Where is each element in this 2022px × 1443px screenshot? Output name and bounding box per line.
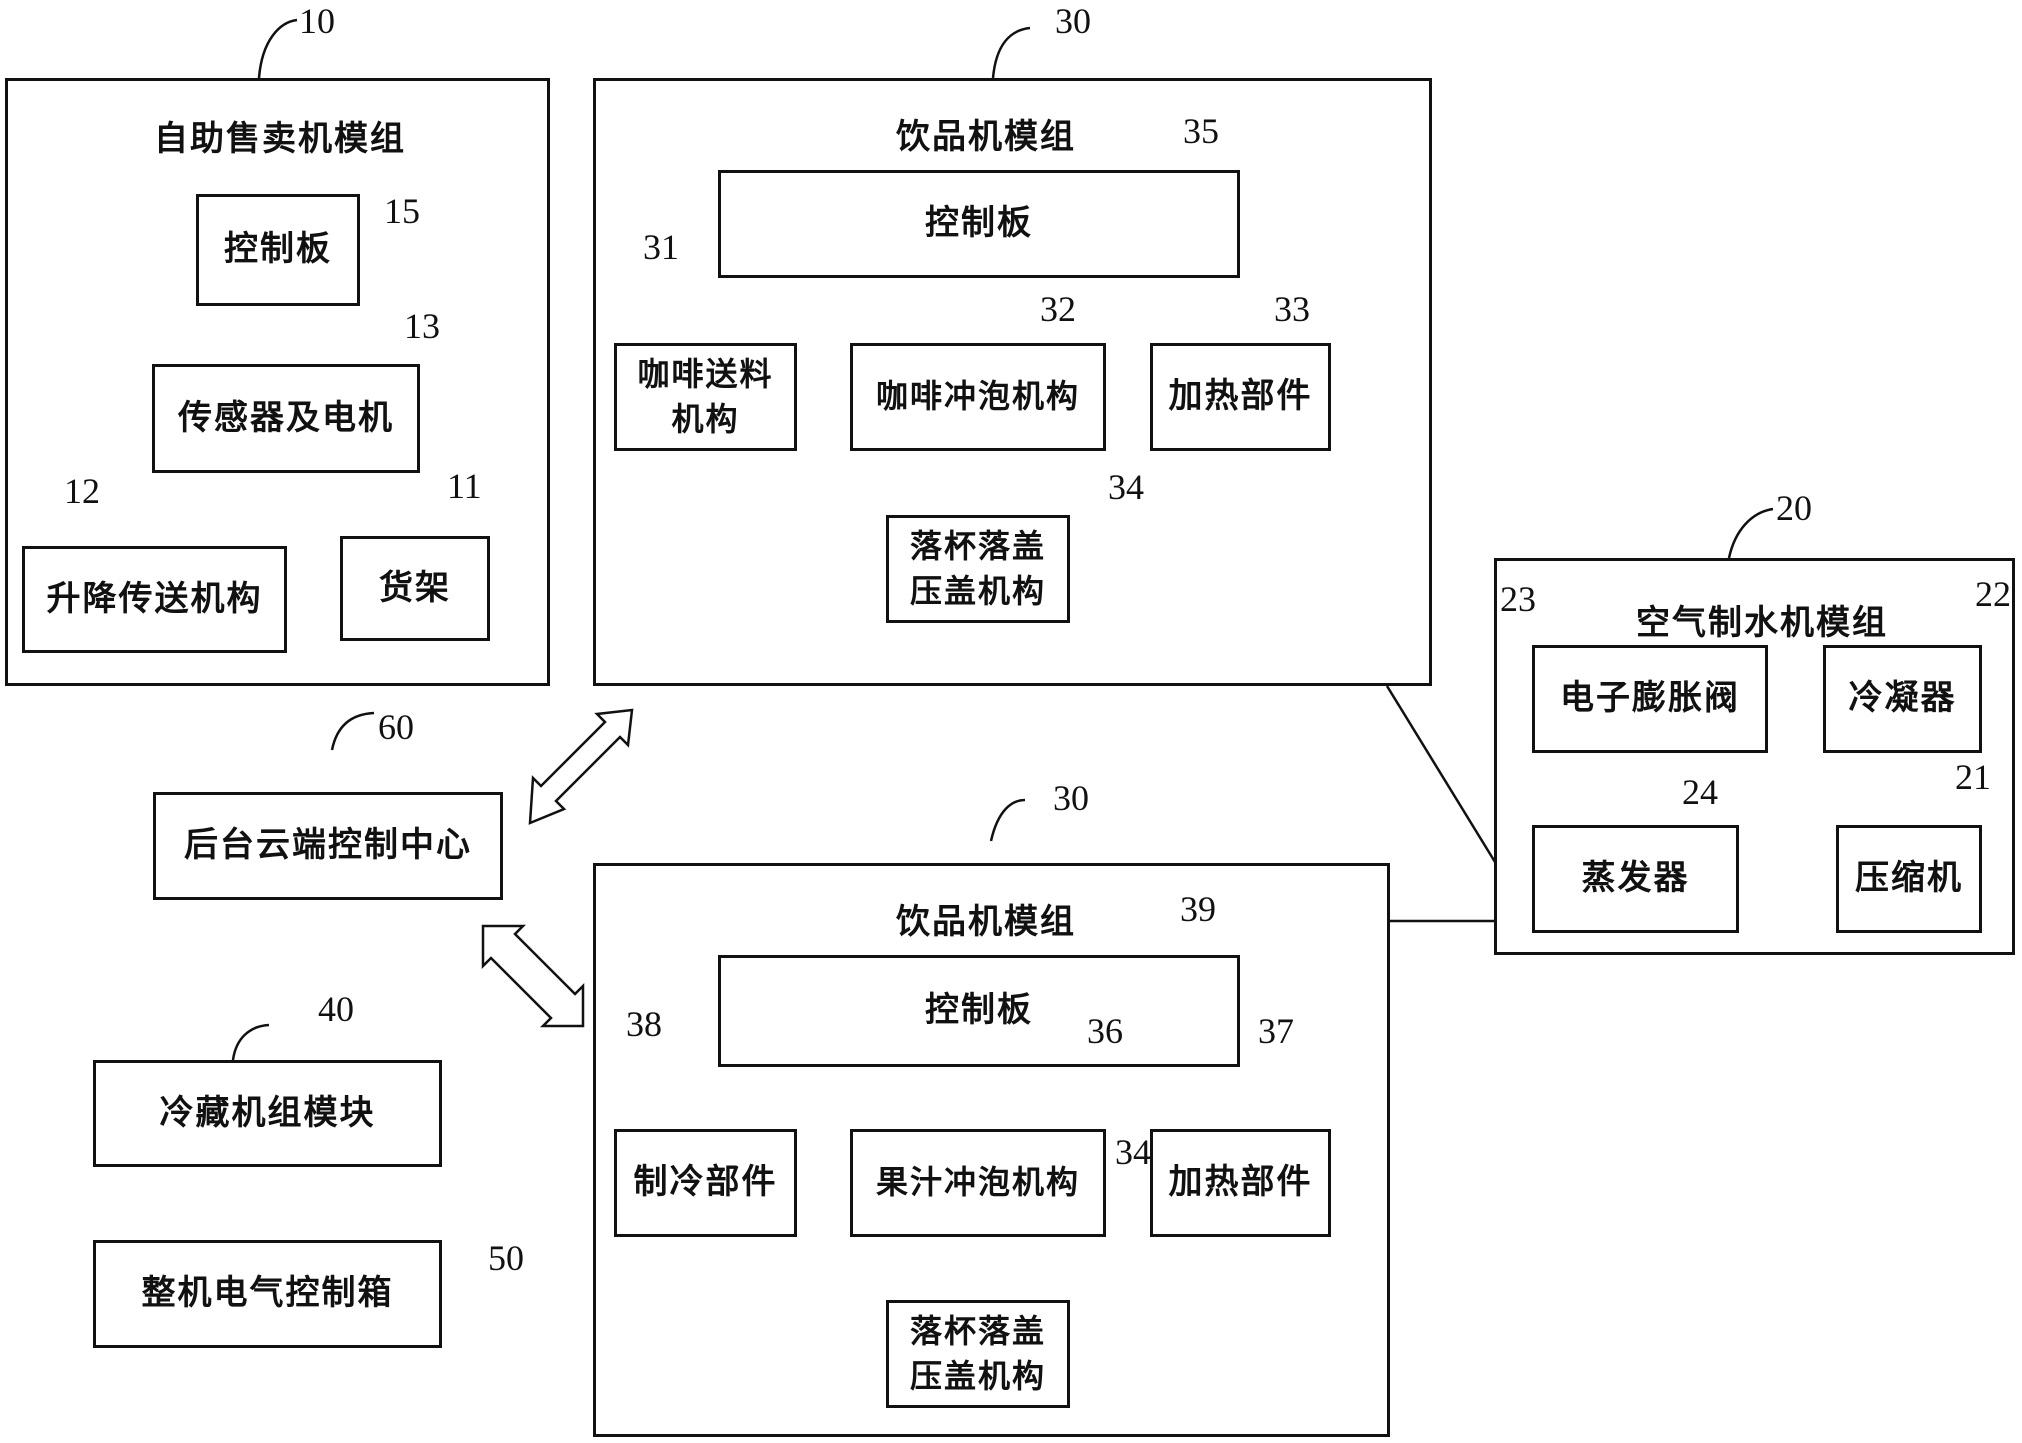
refrigeration-part-box: 制冷部件 (614, 1129, 797, 1237)
sensor-motor-box: 传感器及电机 (152, 364, 420, 473)
shelf-label: 货架 (379, 567, 451, 608)
ref-33: 33 (1274, 289, 1310, 329)
sensor-motor-label: 传感器及电机 (178, 397, 394, 438)
ref-50: 50 (488, 1238, 524, 1278)
leader-20 (1727, 507, 1774, 559)
juice-heater-box: 加热部件 (1150, 1129, 1331, 1237)
ref-40: 40 (318, 989, 354, 1029)
ref-13: 13 (404, 306, 440, 346)
condenser-box: 冷凝器 (1823, 645, 1982, 753)
lift-conveyor-box: 升降传送机构 (22, 546, 287, 653)
ref-39: 39 (1180, 889, 1216, 929)
electrical-control-box: 整机电气控制箱 (93, 1240, 442, 1348)
expansion-valve-label: 电子膨胀阀 (1560, 678, 1740, 719)
coffee-module-title: 饮品机模组 (896, 117, 1076, 157)
leader-30a (991, 26, 1031, 79)
juice-cup-lid-label: 落杯落盖 压盖机构 (909, 1312, 1046, 1395)
juice-heater-label: 加热部件 (1168, 1162, 1313, 1203)
refrigeration-unit-module: 冷藏机组模块 (93, 1060, 442, 1167)
cloud-control-center-label: 后台云端控制中心 (184, 825, 472, 866)
coffee-brew-box: 咖啡冲泡机构 (850, 343, 1106, 451)
ref-34-top: 34 (1108, 467, 1144, 507)
arrow-cloud-juice (481, 924, 585, 1028)
juice-control-board-label: 控制板 (925, 990, 1033, 1031)
coffee-heater-label: 加热部件 (1168, 376, 1313, 417)
ref-24: 24 (1682, 772, 1718, 812)
coffee-brew-label: 咖啡冲泡机构 (875, 377, 1080, 416)
ref-10: 10 (299, 1, 335, 41)
expansion-valve-box: 电子膨胀阀 (1532, 645, 1768, 753)
ref-11: 11 (447, 466, 482, 506)
coffee-cup-lid-label: 落杯落盖 压盖机构 (909, 527, 1046, 610)
compressor-label: 压缩机 (1855, 858, 1963, 899)
juice-brew-label: 果汁冲泡机构 (875, 1163, 1080, 1202)
evaporator-label: 蒸发器 (1581, 858, 1690, 899)
ref-60: 60 (378, 707, 414, 747)
coffee-control-board: 控制板 (718, 170, 1240, 278)
ref-30-bottom: 30 (1053, 778, 1089, 818)
ref-21: 21 (1955, 757, 1991, 797)
ref-12: 12 (64, 471, 100, 511)
refrigeration-part-label: 制冷部件 (633, 1162, 778, 1203)
air-water-module-title: 空气制水机模组 (1636, 603, 1888, 643)
ref-15: 15 (384, 191, 420, 231)
juice-brew-box: 果汁冲泡机构 (850, 1129, 1106, 1237)
vending-control-board-label: 控制板 (224, 229, 332, 270)
ref-31: 31 (643, 227, 679, 267)
ref-36: 36 (1087, 1011, 1123, 1051)
ref-34-bottom: 34 (1115, 1132, 1151, 1172)
compressor-box: 压缩机 (1836, 825, 1982, 933)
refrigeration-unit-label: 冷藏机组模块 (159, 1092, 376, 1133)
vending-control-board: 控制板 (196, 194, 360, 306)
ref-38: 38 (626, 1004, 662, 1044)
evaporator-box: 蒸发器 (1532, 825, 1739, 933)
ref-22: 22 (1975, 574, 2011, 614)
ref-30-top: 30 (1055, 1, 1091, 41)
juice-cup-lid-box: 落杯落盖 压盖机构 (886, 1300, 1070, 1408)
electrical-control-box-label: 整机电气控制箱 (141, 1273, 394, 1314)
ref-32: 32 (1040, 289, 1076, 329)
coffee-cup-lid-box: 落杯落盖 压盖机构 (886, 515, 1070, 623)
leader-30b (989, 798, 1026, 842)
ref-35: 35 (1183, 111, 1219, 151)
ref-20: 20 (1776, 488, 1812, 528)
cloud-control-center: 后台云端控制中心 (153, 792, 503, 900)
vending-module-title: 自助售卖机模组 (154, 119, 406, 159)
wire-coffee-air (1385, 685, 1497, 863)
coffee-feed-box: 咖啡送料 机构 (614, 343, 797, 451)
condenser-label: 冷凝器 (1848, 678, 1957, 719)
coffee-feed-label: 咖啡送料 机构 (637, 355, 774, 438)
coffee-control-board-label: 控制板 (925, 203, 1033, 244)
ref-37: 37 (1258, 1011, 1294, 1051)
lift-conveyor-label: 升降传送机构 (46, 578, 263, 619)
coffee-heater-box: 加热部件 (1150, 343, 1331, 451)
arrow-cloud-coffee (528, 708, 634, 825)
leader-60 (330, 711, 375, 751)
leader-40 (231, 1023, 270, 1061)
shelf-box: 货架 (340, 536, 490, 641)
juice-control-board: 控制板 (718, 955, 1240, 1067)
leader-10 (257, 18, 298, 79)
ref-23: 23 (1500, 579, 1536, 619)
juice-module-title: 饮品机模组 (896, 902, 1076, 942)
